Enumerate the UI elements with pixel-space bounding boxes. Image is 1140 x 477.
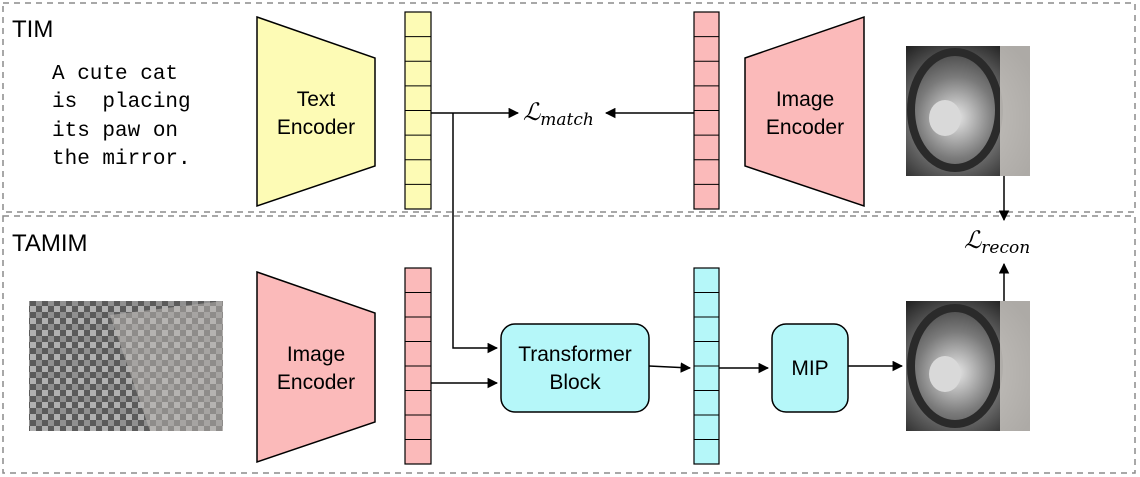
loss-recon-symbol: ℒ: [964, 226, 982, 254]
original-cat-image: [906, 46, 1030, 176]
svg-text:ℒrecon: ℒrecon: [964, 226, 1030, 258]
image-encoder-bottom-shape: [256, 270, 376, 464]
fused-token-column: [693, 267, 720, 465]
loss-match: ℒmatch: [523, 98, 594, 130]
image-encoder-bottom-label-2: Encoder: [277, 371, 355, 394]
loss-match-subscript: match: [540, 110, 594, 130]
caption-line-3: its paw on: [52, 120, 178, 143]
image-token-column-bottom: [404, 267, 432, 465]
image-encoder-top-shape: [744, 15, 865, 208]
arrow-transformer-to-tokens: [648, 362, 692, 373]
loss-match-symbol: ℒ: [523, 98, 541, 126]
tim-label: TIM: [12, 16, 53, 43]
svg-text:ℒmatch: ℒmatch: [523, 98, 594, 130]
caption-text: A cute cat is placing its paw on the mir…: [52, 63, 191, 171]
loss-recon-subscript: recon: [981, 238, 1030, 258]
mip-label: MIP: [791, 357, 828, 380]
transformer-block: [500, 323, 650, 413]
caption-line-4: the mirror.: [52, 148, 191, 171]
reconstructed-cat-image: [906, 301, 1030, 431]
masked-cat-image: [29, 301, 223, 431]
text-encoder-shape: [256, 15, 376, 208]
text-token-column: [404, 11, 432, 210]
text-encoder-label-1: Text: [297, 88, 336, 111]
image-encoder-bottom-label-1: Image: [287, 343, 345, 366]
transformer-label-2: Block: [549, 371, 601, 394]
mip-block: [771, 323, 849, 413]
image-encoder-top-label-1: Image: [776, 88, 834, 111]
image-token-column-top: [693, 11, 720, 210]
tim-section-border: [2, 2, 1136, 213]
transformer-label-1: Transformer: [518, 343, 632, 366]
caption-line-1: A cute cat: [52, 63, 178, 86]
caption-line-2: is placing: [52, 91, 191, 114]
text-encoder-label-2: Encoder: [277, 116, 355, 139]
image-encoder-top-label-2: Encoder: [766, 116, 844, 139]
loss-recon: ℒrecon: [964, 226, 1030, 258]
tamim-label: TAMIM: [12, 230, 88, 257]
arrow-text-to-transformer: [452, 113, 499, 354]
tamim-section-border: [2, 215, 1136, 474]
